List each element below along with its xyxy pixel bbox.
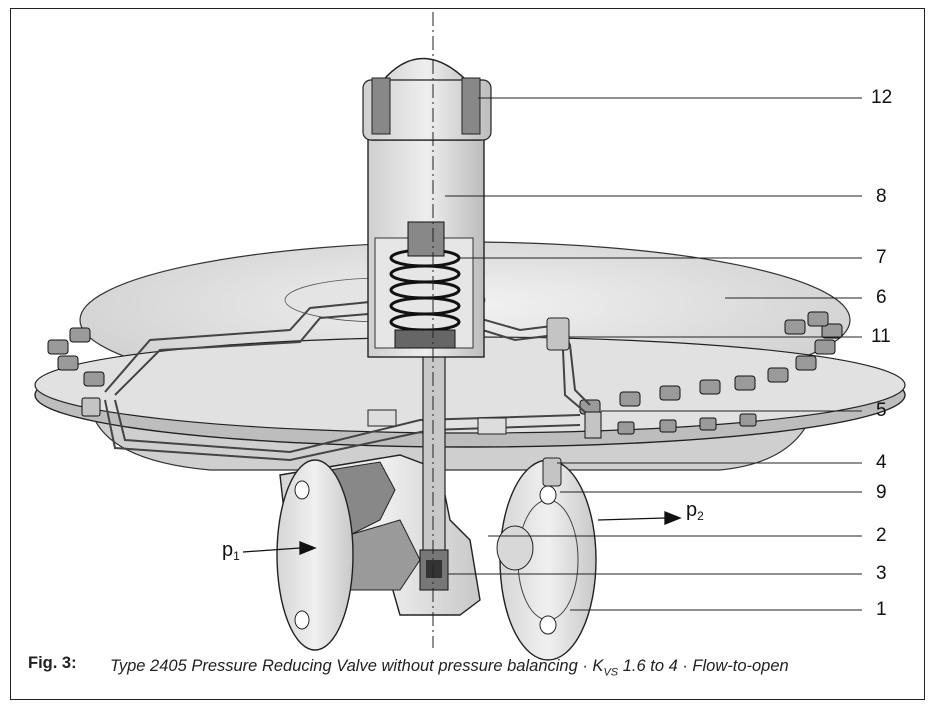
outlet-pressure-label: p2	[686, 499, 704, 523]
inlet-flange	[276, 459, 354, 651]
callout-2: 2	[876, 525, 887, 546]
callout-1: 1	[876, 599, 887, 620]
inlet-pressure-label: p1	[222, 539, 240, 563]
figure-frame	[10, 8, 925, 700]
flow-arrows	[242, 511, 682, 555]
callout-9: 9	[876, 482, 887, 503]
leader-lines	[445, 97, 862, 611]
callout-6: 6	[876, 287, 887, 308]
flange-bolts	[47, 311, 843, 439]
callout-4: 4	[876, 452, 887, 473]
callout-5: 5	[876, 400, 887, 421]
callout-8: 8	[876, 186, 887, 207]
cap	[362, 58, 492, 141]
callout-12: 12	[871, 87, 893, 108]
valve-stem	[419, 344, 449, 591]
outlet-flange	[496, 459, 597, 661]
control-line-fitting	[367, 317, 570, 487]
callout-11: 11	[871, 326, 891, 347]
caption-label: Fig. 3:	[28, 654, 77, 672]
callout-3: 3	[876, 563, 887, 584]
spring-housing	[367, 134, 485, 358]
caption-text: Type 2405 Pressure Reducing Valve withou…	[110, 657, 789, 679]
callout-7: 7	[876, 247, 887, 268]
